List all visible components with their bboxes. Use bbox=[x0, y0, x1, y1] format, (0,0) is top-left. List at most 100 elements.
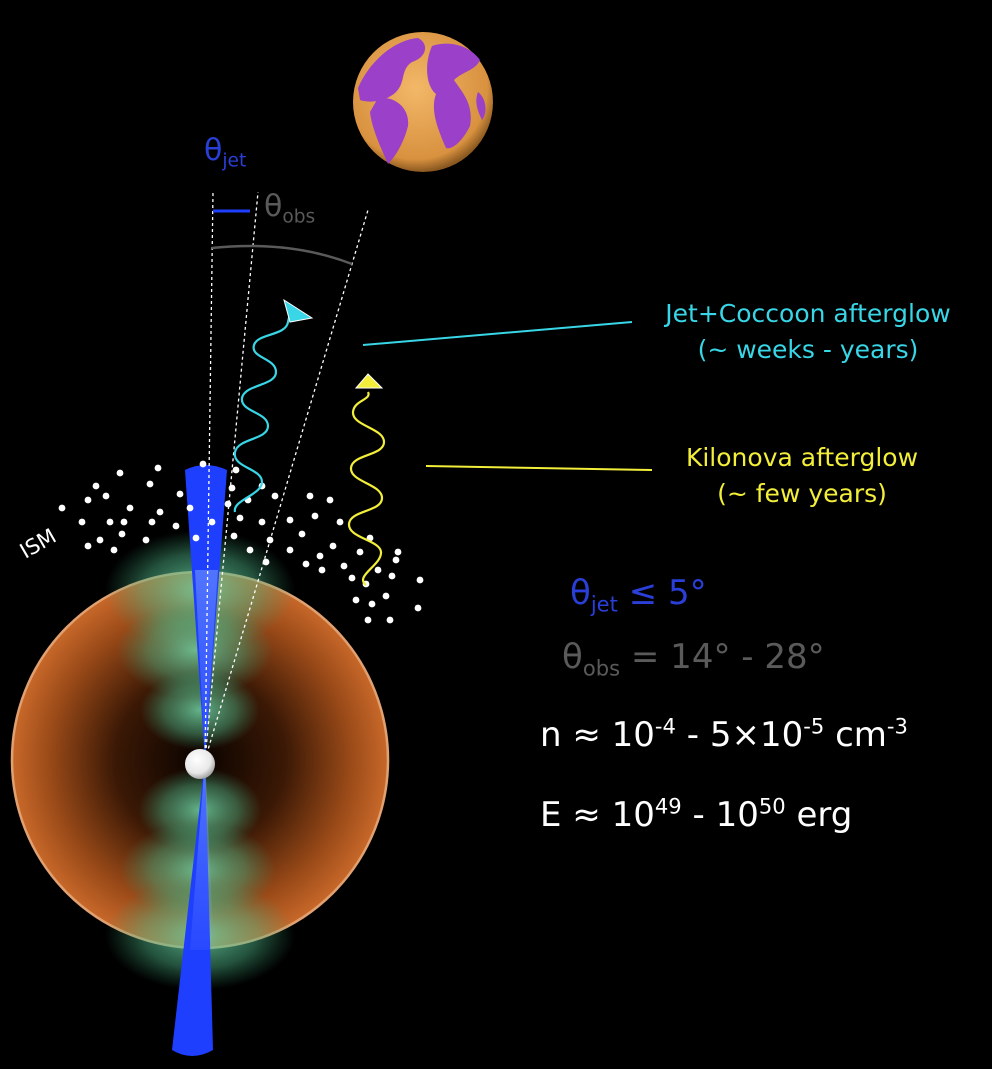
ism-dot bbox=[208, 518, 216, 526]
density-exp-3: -3 bbox=[886, 713, 908, 739]
ism-dot bbox=[116, 469, 124, 477]
ism-dot bbox=[318, 566, 326, 574]
ism-dot bbox=[271, 492, 279, 500]
theta-obs-label: θobs bbox=[264, 189, 315, 227]
ism-dot bbox=[58, 504, 66, 512]
ism-dot bbox=[311, 512, 319, 520]
theta-obs-param-symbol: θ bbox=[562, 637, 583, 677]
ism-dot bbox=[374, 566, 382, 574]
ism-dot bbox=[110, 546, 118, 554]
theta-obs-parameter: θobs = 14° - 28° bbox=[562, 637, 825, 678]
ism-dot bbox=[326, 496, 334, 504]
kilonova-title: Kilonova afterglow bbox=[685, 443, 919, 472]
ism-dot bbox=[78, 518, 86, 526]
ism-dot bbox=[92, 482, 100, 490]
ism-dot bbox=[236, 514, 244, 522]
ism-dot bbox=[386, 616, 394, 624]
kilonova-leader bbox=[425, 465, 653, 471]
kilonova-annotation: Kilonova afterglow (~ few years) bbox=[654, 440, 950, 513]
merger-remnant-icon bbox=[185, 749, 215, 779]
density-unit: cm bbox=[824, 715, 887, 755]
ism-dot bbox=[392, 556, 400, 564]
ism-dot bbox=[286, 546, 294, 554]
ism-dot bbox=[84, 542, 92, 550]
theta-obs-param-subscript: obs bbox=[582, 655, 621, 681]
ism-dot bbox=[302, 560, 310, 568]
ism-dot bbox=[172, 522, 180, 530]
ism-dot bbox=[176, 490, 184, 498]
ism-dot bbox=[118, 530, 126, 538]
theta-obs-subscript: obs bbox=[282, 206, 316, 228]
ism-dot bbox=[416, 576, 424, 584]
jet-cocoon-annotation: Jet+Coccoon afterglow (~ weeks - years) bbox=[638, 296, 978, 369]
ism-dot bbox=[106, 518, 114, 526]
theta-jet-label: θjet bbox=[204, 133, 246, 171]
ism-dot bbox=[258, 518, 266, 526]
energy-parameter: E ≈ 1049 - 1050 erg bbox=[540, 795, 853, 835]
density-exp-2: -5 bbox=[803, 713, 825, 739]
sight-lines bbox=[204, 191, 369, 761]
jet-cocoon-title: Jet+Coccoon afterglow bbox=[665, 299, 951, 328]
theta-jet-param-symbol: θ bbox=[570, 573, 591, 613]
ism-dot bbox=[394, 548, 402, 556]
ism-dot bbox=[246, 546, 254, 554]
ism-dot bbox=[154, 464, 162, 472]
jet-cocoon-timescale: (~ weeks - years) bbox=[697, 335, 919, 365]
ism-dot bbox=[414, 604, 422, 612]
ism-dot bbox=[262, 558, 270, 566]
density-middle: - 5×10 bbox=[675, 715, 804, 755]
theta-jet-param-subscript: jet bbox=[590, 591, 618, 617]
ism-dot bbox=[120, 518, 128, 526]
ism-particles bbox=[58, 460, 424, 624]
kilonova-photon bbox=[347, 391, 386, 586]
ism-dot bbox=[382, 592, 390, 600]
ism-dot bbox=[186, 504, 194, 512]
density-prefix: n ≈ 10 bbox=[540, 715, 655, 755]
ism-dot bbox=[368, 600, 376, 608]
ism-dot bbox=[102, 492, 110, 500]
ism-dot bbox=[286, 516, 294, 524]
theta-jet-symbol: θ bbox=[204, 133, 223, 168]
ism-dot bbox=[126, 504, 134, 512]
earth-icon bbox=[353, 32, 493, 172]
theta-jet-parameter: θjet ≤ 5° bbox=[570, 573, 707, 614]
theta-obs-arc bbox=[211, 244, 353, 266]
energy-exp-1: 49 bbox=[654, 793, 682, 819]
theta-obs-symbol: θ bbox=[264, 189, 283, 224]
ism-dot bbox=[352, 596, 360, 604]
ism-dot bbox=[388, 572, 396, 580]
energy-prefix: E ≈ 10 bbox=[540, 795, 655, 835]
ism-dot bbox=[224, 500, 232, 508]
jet-cocoon-leader bbox=[362, 321, 633, 346]
energy-middle: - 10 bbox=[681, 795, 759, 835]
ism-dot bbox=[336, 518, 344, 526]
energy-exp-2: 50 bbox=[758, 793, 786, 819]
theta-jet-subscript: jet bbox=[222, 150, 247, 172]
energy-unit: erg bbox=[785, 795, 853, 835]
ism-dot bbox=[199, 460, 207, 468]
jet-cocoon-photon bbox=[233, 312, 295, 513]
jet-cocoon-arrowhead bbox=[283, 298, 314, 323]
ism-dot bbox=[148, 518, 156, 526]
ism-dot bbox=[96, 536, 104, 544]
ism-dot bbox=[156, 508, 164, 516]
ism-dot bbox=[298, 530, 306, 538]
ism-dot bbox=[316, 552, 324, 560]
ism-dot bbox=[230, 532, 238, 540]
kilonova-arrowhead bbox=[354, 373, 384, 389]
ism-dot bbox=[348, 574, 356, 582]
ism-dot bbox=[340, 562, 348, 570]
ism-dot bbox=[142, 536, 150, 544]
density-parameter: n ≈ 10-4 - 5×10-5 cm-3 bbox=[540, 715, 908, 755]
ism-dot bbox=[192, 534, 200, 542]
ism-dot bbox=[329, 542, 337, 550]
ism-dot bbox=[146, 480, 154, 488]
ism-dot bbox=[364, 616, 372, 624]
theta-obs-param-value: = 14° - 28° bbox=[620, 637, 825, 677]
ism-dot bbox=[84, 496, 92, 504]
density-exp-1: -4 bbox=[654, 713, 676, 739]
ism-dot bbox=[356, 548, 364, 556]
theta-jet-param-value: ≤ 5° bbox=[617, 573, 707, 613]
ism-dot bbox=[232, 466, 240, 474]
